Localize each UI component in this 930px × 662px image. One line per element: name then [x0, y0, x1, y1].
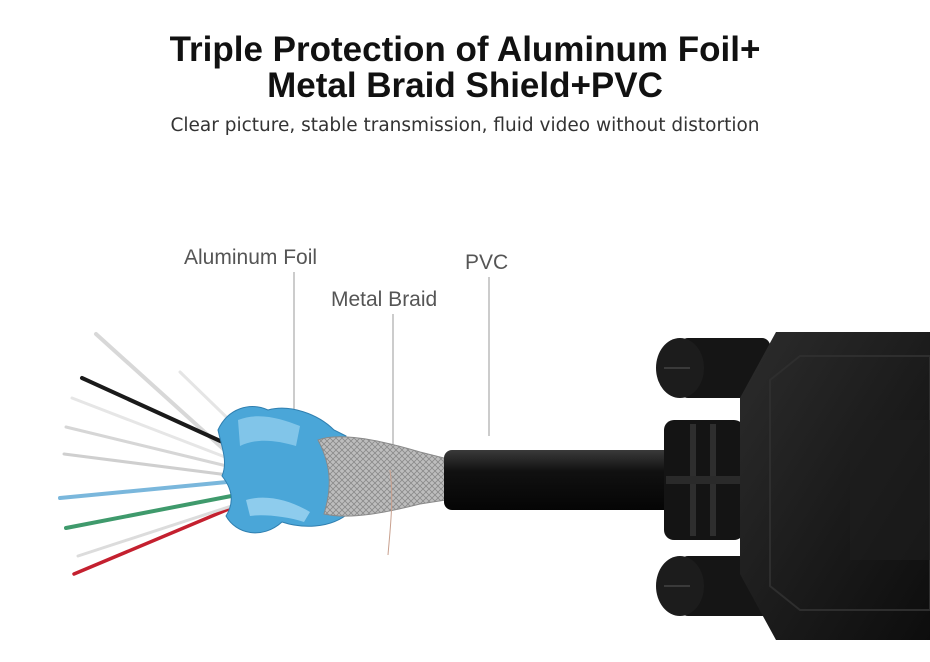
- pvc-label: PVC: [465, 251, 509, 274]
- title-line-1: Triple Protection of Aluminum Foil+: [169, 30, 761, 69]
- title-line-2: Metal Braid Shield+PVC: [267, 66, 663, 105]
- thumb-screw-top: [656, 338, 770, 398]
- page-title: Triple Protection of Aluminum Foil+ Meta…: [0, 32, 930, 104]
- metal-braid-label: Metal Braid: [331, 288, 438, 311]
- aluminum-foil-label: Aluminum Foil: [184, 246, 318, 269]
- vga-connector-body: [740, 332, 930, 640]
- metal-braid-layer: [317, 436, 447, 517]
- inner-wires: [58, 332, 264, 576]
- pvc-jacket: [444, 450, 674, 510]
- page-subtitle: Clear picture, stable transmission, flui…: [170, 115, 760, 136]
- strain-relief: [664, 420, 744, 540]
